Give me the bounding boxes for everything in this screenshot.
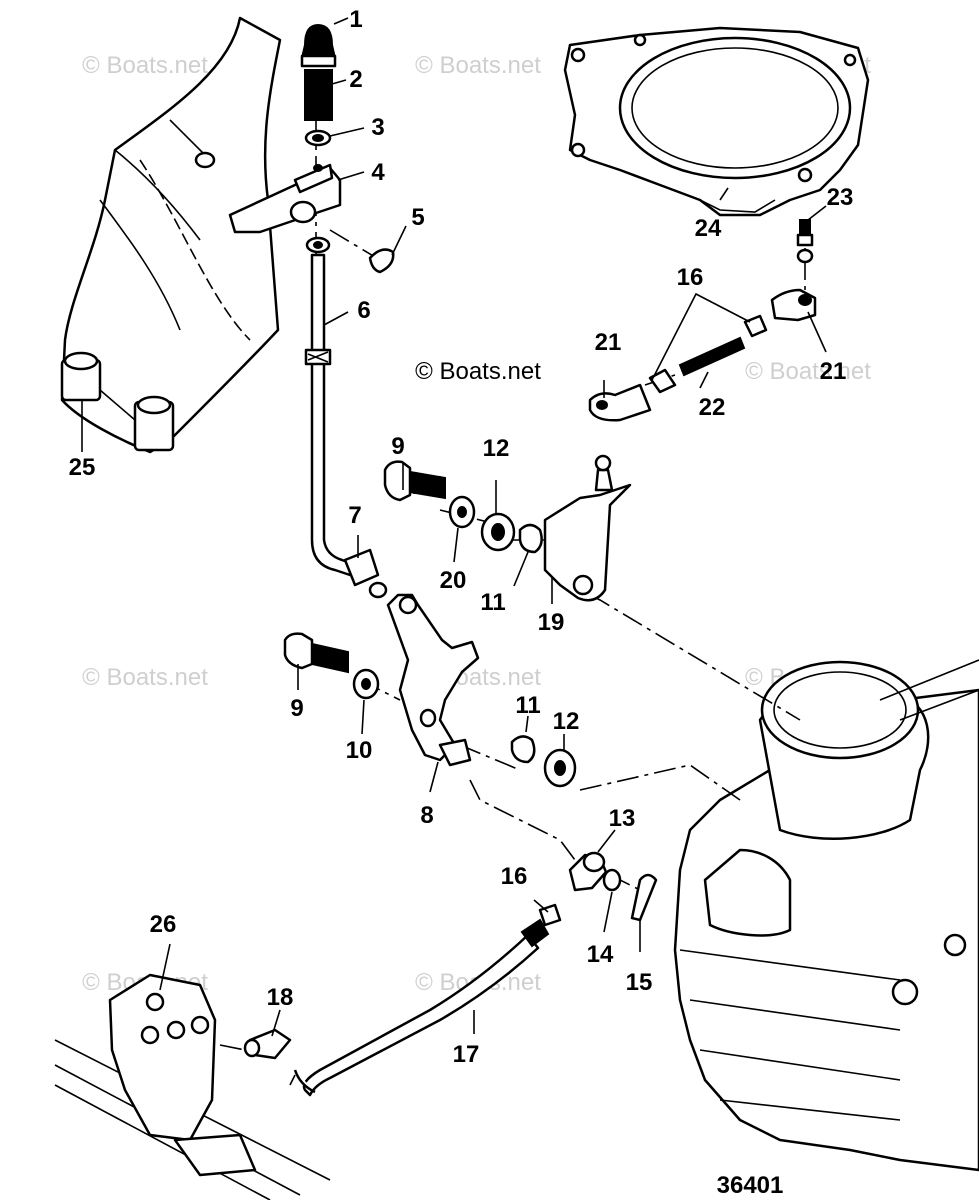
callout-16-lower: 16 (501, 863, 528, 890)
callout-22: 22 (699, 394, 726, 421)
callout-2: 2 (349, 66, 362, 93)
callout-12-lower: 12 (553, 708, 580, 735)
shift-rod-part-17 (293, 918, 550, 1097)
callout-11-upper: 11 (480, 589, 505, 616)
callout-15: 15 (626, 969, 653, 996)
callout-25: 25 (69, 454, 96, 481)
engine-block (673, 659, 979, 1172)
callout-5: 5 (411, 204, 424, 231)
callout-19: 19 (538, 609, 565, 636)
adaptor-plate-part-24 (563, 26, 870, 217)
callout-11-lower: 11 (515, 692, 540, 719)
callout-17: 17 (453, 1041, 480, 1068)
bolt-part-9-lower (283, 632, 380, 700)
callout-21-right: 21 (820, 358, 847, 385)
callout-9-upper: 9 (391, 433, 404, 460)
watermark: © Boats.net (415, 52, 541, 79)
callout-20: 20 (440, 567, 467, 594)
lever-part-19 (543, 454, 632, 602)
callout-4: 4 (371, 159, 385, 186)
copyright-credit: © Boats.net (415, 358, 541, 385)
top-stack-parts (228, 23, 395, 274)
swivel-pin-parts (538, 851, 658, 927)
watermark: © Boats.net (82, 664, 208, 691)
clip-part-7 (343, 548, 388, 599)
callout-16-upper: 16 (677, 264, 704, 291)
watermark: © Boats.net (745, 358, 871, 385)
housing-bracket-part-25 (60, 16, 282, 454)
callout-12-upper: 12 (483, 435, 510, 462)
linkage-rod-parts (588, 219, 817, 422)
callout-7: 7 (348, 502, 361, 529)
drawing-number: 36401 (717, 1172, 784, 1199)
bracket-part-8 (386, 593, 480, 767)
bolt-part-9-upper (383, 460, 543, 554)
callout-10: 10 (346, 737, 373, 764)
callout-18: 18 (267, 984, 294, 1011)
watermark: © Boats.net (82, 52, 208, 79)
callout-labels: 1 2 3 4 5 6 7 8 9 9 10 11 11 12 12 13 14… (69, 6, 854, 1068)
callout-14: 14 (587, 941, 614, 968)
callout-24: 24 (695, 215, 722, 242)
clip-grommet-lower (510, 735, 577, 788)
callout-6: 6 (357, 297, 370, 324)
callout-3: 3 (371, 114, 384, 141)
callout-leader-lines (81, 17, 827, 1037)
mount-bracket-part-26 (54, 973, 331, 1200)
callout-8: 8 (420, 802, 433, 829)
callout-13: 13 (609, 805, 636, 832)
callout-9-lower: 9 (290, 695, 303, 722)
rod-clip-part-18 (243, 1028, 292, 1060)
callout-1: 1 (349, 6, 362, 33)
callout-26: 26 (150, 911, 177, 938)
callout-23: 23 (827, 184, 854, 211)
callout-21-left: 21 (595, 329, 622, 356)
